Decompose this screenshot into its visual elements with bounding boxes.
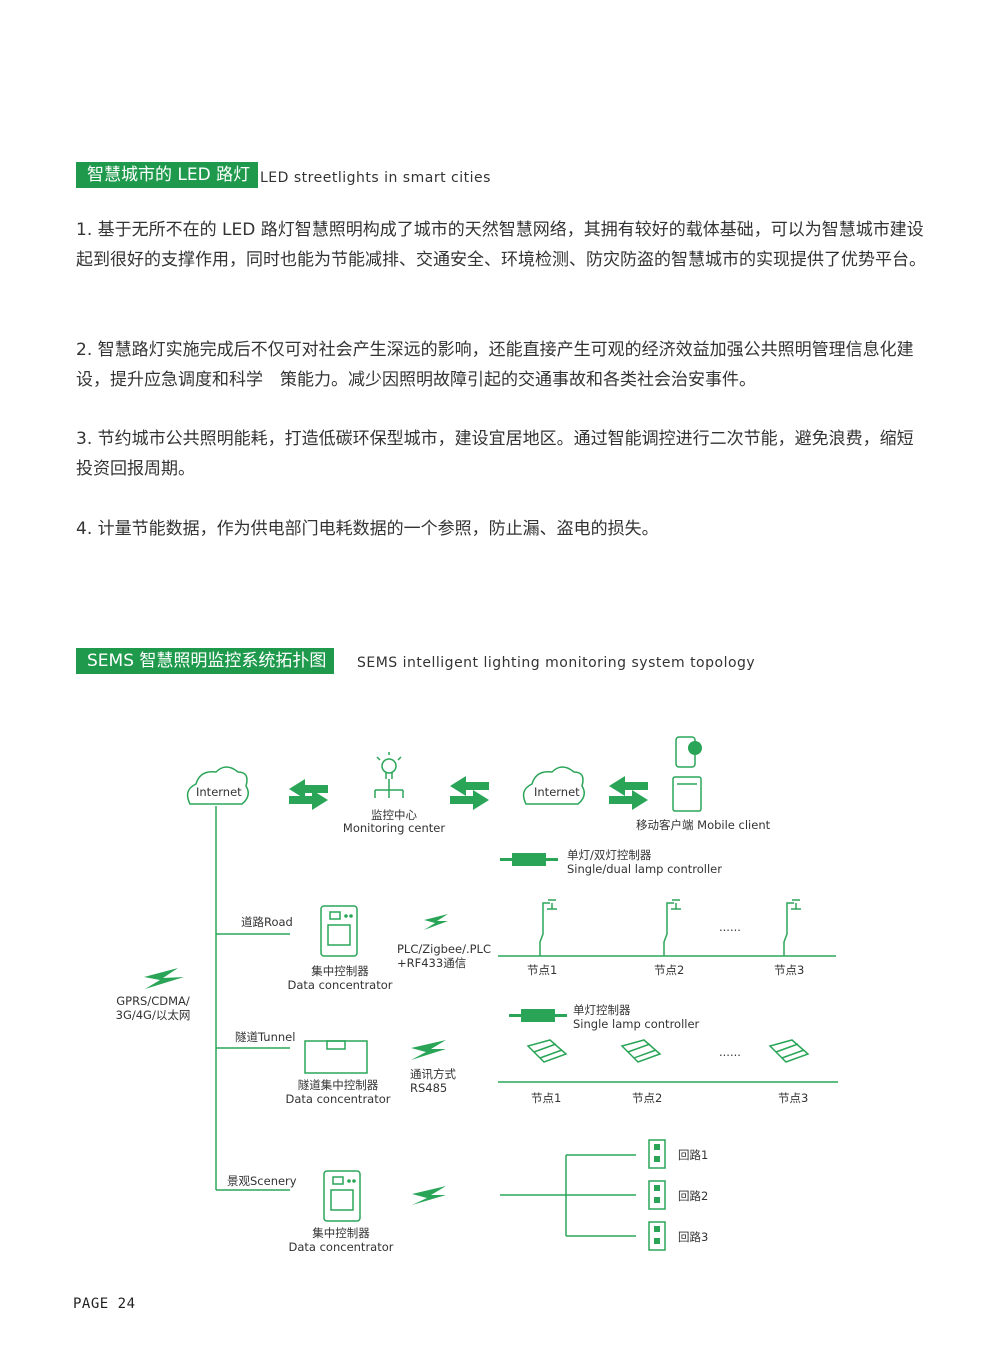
- concentrator-icon-tunnel: [304, 1040, 368, 1074]
- concentrator-icon-road: [320, 905, 358, 957]
- dual-controller-label-zh: 单灯/双灯控制器: [567, 848, 652, 862]
- monitor-label-en: Monitoring center: [342, 821, 446, 835]
- mobile-client-label: 移动客户端 Mobile client: [636, 818, 771, 832]
- tunnel-node-1: 节点1: [531, 1091, 562, 1105]
- tunnel-node-3: 节点3: [778, 1091, 809, 1105]
- loop-label-3: 回路3: [678, 1230, 709, 1244]
- loop-switch-icon-1: [648, 1139, 666, 1169]
- road-label: 道路Road: [241, 915, 293, 929]
- wireless-signal-icon-4: [412, 1186, 446, 1205]
- scenery-concentrator-zh: 集中控制器: [312, 1226, 370, 1240]
- tunnel-concentrator-zh: 隧道集中控制器: [297, 1078, 379, 1092]
- gprs-label-2: 3G/4G/以太网: [115, 1008, 191, 1022]
- page-number: PAGE 24: [73, 1296, 136, 1312]
- paragraph-3: 3. 节约城市公共照明能耗，打造低碳环保型城市，建设宜居地区。通过智能调控进行二…: [76, 429, 914, 479]
- section1-title-en: LED streetlights in smart cities: [260, 170, 491, 186]
- plc-label-2: +RF433通信: [397, 956, 467, 970]
- single-controller-label-zh: 单灯控制器: [573, 1003, 631, 1017]
- wireless-signal-icon-1: [144, 968, 184, 989]
- exchange-arrows-icon-2: [450, 776, 489, 810]
- loop-label-2: 回路2: [678, 1189, 709, 1203]
- tunnel-concentrator-en: Data concentrator: [285, 1092, 391, 1106]
- tunnel-lamp-icon-1: [526, 1039, 568, 1063]
- dual-controller-label-en: Single/dual lamp controller: [567, 862, 722, 876]
- cloud-icon-left: [186, 766, 249, 805]
- section2-title-en: SEMS intelligent lighting monitoring sys…: [357, 655, 756, 671]
- wireless-signal-icon-3: [411, 1040, 446, 1060]
- tunnel-lamp-icon-3: [768, 1039, 810, 1063]
- internet-label-right: Internet: [534, 785, 580, 799]
- exchange-arrows-icon-1: [289, 779, 328, 810]
- section2-title-zh: SEMS 智慧照明监控系统拓扑图: [76, 648, 335, 674]
- cloud-icon-right: [522, 766, 585, 805]
- plc-label-1: PLC/Zigbee/.PLC: [397, 942, 491, 956]
- dual-lamp-controller-icon: [512, 853, 546, 866]
- section1-title-zh: 智慧城市的 LED 路灯: [76, 162, 259, 188]
- road-node-3: 节点3: [774, 963, 805, 977]
- gprs-label-1: GPRS/CDMA/: [116, 994, 190, 1008]
- street-lamp-icon-3: [783, 899, 801, 956]
- concentrator-icon-scenery: [323, 1170, 361, 1222]
- road-concentrator-en: Data concentrator: [287, 978, 393, 992]
- single-controller-label-en: Single lamp controller: [573, 1017, 700, 1031]
- loop-switch-icon-2: [648, 1180, 666, 1210]
- wireless-signal-icon-2: [424, 914, 448, 930]
- scenery-label: 景观Scenery: [227, 1174, 297, 1188]
- bulb-icon: [381, 758, 397, 774]
- tunnel-node-2: 节点2: [632, 1091, 663, 1105]
- loop-label-1: 回路1: [678, 1148, 709, 1162]
- tablet-icon: [672, 776, 702, 812]
- tunnel-dots: ......: [719, 1045, 741, 1059]
- road-concentrator-zh: 集中控制器: [311, 964, 369, 978]
- paragraph-4: 4. 计量节能数据，作为供电部门电耗数据的一个参照，防止漏、盗电的损失。: [76, 519, 659, 539]
- road-node-1: 节点1: [527, 963, 558, 977]
- comm-label-1: 通讯方式: [410, 1067, 456, 1081]
- scenery-concentrator-en: Data concentrator: [288, 1240, 394, 1254]
- paragraph-1: 1. 基于无所不在的 LED 路灯智慧照明构成了城市的天然智慧网络，其拥有较好的…: [76, 220, 926, 270]
- single-lamp-controller-icon: [521, 1009, 555, 1022]
- tunnel-lamp-icon-2: [620, 1039, 662, 1063]
- comm-label-2: RS485: [410, 1081, 448, 1095]
- tunnel-label: 隧道Tunnel: [235, 1030, 296, 1044]
- street-lamp-icon-1: [539, 899, 557, 956]
- road-dots: ......: [719, 920, 741, 934]
- street-lamp-icon-2: [663, 899, 681, 956]
- paragraph-2: 2. 智慧路灯实施完成后不仅可对社会产生深远的影响，还能直接产生可观的经济效益加…: [76, 340, 914, 390]
- internet-label-left: Internet: [196, 785, 242, 799]
- exchange-arrows-icon-3: [609, 776, 648, 810]
- loop-switch-icon-3: [648, 1221, 666, 1251]
- road-node-2: 节点2: [654, 963, 685, 977]
- monitor-label-zh: 监控中心: [371, 808, 417, 822]
